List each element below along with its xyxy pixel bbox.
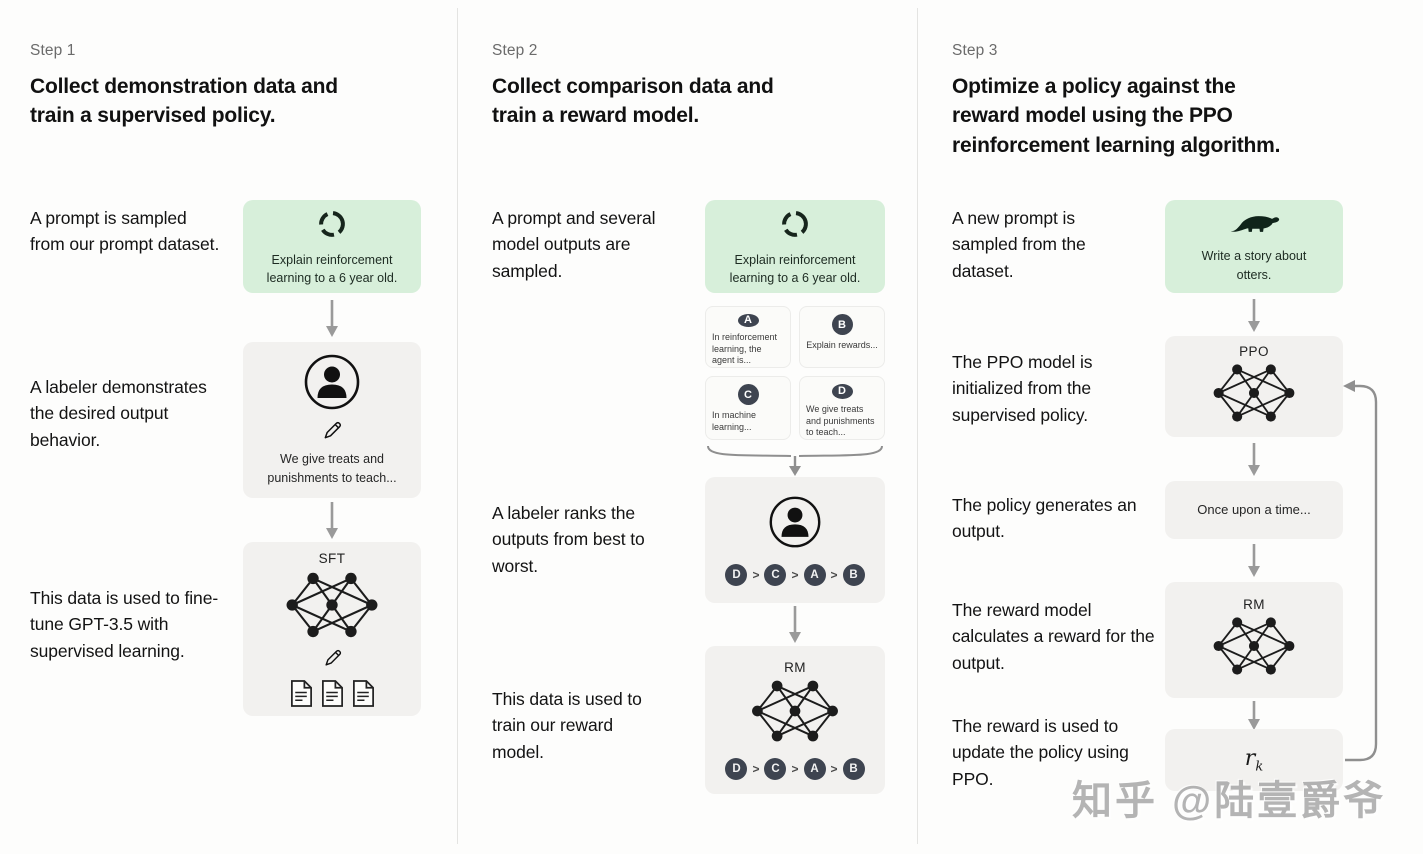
step3-reward-card: rk — [1165, 729, 1343, 791]
step2-labeler-card: D > C > A > B — [705, 477, 885, 603]
step1-prompt-card: Explain reinforcement learning to a 6 ye… — [243, 200, 421, 293]
output-card-d: D We give treats and punishments to teac… — [799, 376, 885, 440]
badge-c: C — [737, 384, 759, 405]
step3-arrow-1 — [1246, 299, 1262, 338]
feedback-loop-arrow — [1338, 374, 1394, 779]
rank-chip: C — [764, 758, 787, 780]
output-text-a: In reinforcement learning, the agent is.… — [712, 331, 778, 366]
refresh-icon — [314, 206, 350, 247]
step3-text-ppo: The PPO model is initialized from the su… — [952, 352, 1093, 425]
step1-text-prompt: A prompt is sampled from our prompt data… — [30, 208, 220, 255]
step3-text-update: The reward is used to update the policy … — [952, 716, 1129, 789]
rank-separator: > — [830, 762, 838, 776]
rank-separator: > — [830, 567, 838, 582]
badge-b: B — [831, 314, 853, 335]
documents-icon — [289, 679, 376, 708]
step3-arrow-2 — [1246, 443, 1262, 482]
step2-prompt-card: Explain reinforcement learning to a 6 ye… — [705, 200, 885, 293]
rank-separator: > — [791, 567, 799, 582]
merge-brace-arrow — [705, 444, 885, 482]
step3-arrow-4 — [1246, 701, 1262, 736]
step3-output-card-text: Once upon a time... — [1197, 501, 1311, 517]
step3-prompt-card: Write a story about otters. — [1165, 200, 1343, 293]
neural-network-icon — [1210, 614, 1298, 683]
step3-arrow-3 — [1246, 544, 1262, 583]
watermark: 知乎 @陆壹爵爷 — [1072, 779, 1387, 823]
reward-k: k — [1255, 759, 1264, 775]
step3-ppo-card: PPO — [1165, 336, 1343, 437]
rank-chip: D — [725, 563, 748, 586]
neural-network-icon — [282, 569, 382, 646]
step3-text-prompt: A new prompt is sampled from the dataset… — [952, 208, 1086, 281]
rm-label: RM — [784, 660, 806, 675]
rank-chip: D — [725, 758, 748, 780]
output-card-c: C In machine learning... — [705, 376, 791, 440]
rank-separator: > — [791, 762, 799, 776]
sft-label: SFT — [318, 550, 346, 566]
pencil-icon — [323, 649, 342, 673]
step3-prompt-card-text: Write a story about otters. — [1201, 249, 1307, 282]
step1-label: Step 1 — [30, 42, 76, 59]
step2-text-train: This data is used to train our reward mo… — [492, 689, 642, 762]
rank-separator: > — [752, 762, 760, 776]
pencil-icon — [322, 421, 342, 446]
step1-arrow-1 — [324, 300, 340, 343]
step1-text-labeler: A labeler demonstrates the desired outpu… — [30, 377, 207, 450]
badge-a: A — [737, 314, 759, 327]
rank-chip: C — [764, 563, 787, 586]
column-divider-1 — [457, 8, 458, 844]
rm-label: RM — [1243, 597, 1265, 612]
rank-separator: > — [752, 567, 760, 582]
rank-chip: A — [803, 563, 826, 586]
step1-arrow-2 — [324, 502, 340, 545]
step2-text-ranks: A labeler ranks the outputs from best to… — [492, 503, 645, 576]
step1-prompt-card-text: Explain reinforcement learning to a 6 ye… — [266, 252, 398, 285]
person-icon — [303, 353, 361, 416]
step3-rm-card: RM — [1165, 582, 1343, 698]
step1-sft-card: SFT — [243, 542, 421, 716]
refresh-icon — [777, 206, 813, 247]
neural-network-icon — [748, 677, 842, 750]
ppo-label: PPO — [1239, 343, 1269, 359]
step2-title: Collect comparison data and train a rewa… — [492, 75, 774, 128]
output-text-b: Explain rewards... — [806, 340, 878, 350]
step3-output-card: Once upon a time... — [1165, 481, 1343, 539]
rank-chip: B — [842, 758, 865, 780]
step3-text-reward: The reward model calculates a reward for… — [952, 600, 1155, 673]
otter-icon — [1227, 209, 1281, 240]
ranking-row: D > C > A > B — [725, 758, 865, 780]
step1-labeler-card-text: We give treats and punishments to teach.… — [267, 452, 397, 485]
rank-chip: B — [842, 563, 865, 586]
step2-label: Step 2 — [492, 42, 538, 59]
reward-value: rk — [1245, 746, 1263, 774]
output-text-d: We give treats and punishments to teach.… — [806, 403, 875, 438]
output-text-c: In machine learning... — [712, 410, 757, 432]
person-icon — [768, 495, 822, 554]
step2-text-prompt: A prompt and several model outputs are s… — [492, 208, 656, 281]
badge-d: D — [831, 384, 853, 399]
rank-chip: A — [803, 758, 826, 780]
step2-prompt-card-text: Explain reinforcement learning to a 6 ye… — [729, 252, 861, 285]
step1-text-finetune: This data is used to fine-tune GPT-3.5 w… — [30, 588, 219, 661]
step1-title: Collect demonstration data and train a s… — [30, 75, 338, 128]
neural-network-icon — [1210, 361, 1298, 430]
step1-labeler-card: We give treats and punishments to teach.… — [243, 342, 421, 498]
ranking-row: D > C > A > B — [725, 563, 865, 586]
step3-text-output: The policy generates an output. — [952, 495, 1137, 542]
step2-rm-card: RM D > C > A > B — [705, 646, 885, 794]
column-divider-2 — [917, 8, 918, 844]
output-card-b: B Explain rewards... — [799, 306, 885, 368]
step3-label: Step 3 — [952, 42, 998, 59]
step3-title: Optimize a policy against the reward mod… — [952, 75, 1281, 157]
step2-arrow-2 — [787, 606, 803, 649]
reward-r: r — [1244, 745, 1256, 771]
output-card-a: A In reinforcement learning, the agent i… — [705, 306, 791, 368]
